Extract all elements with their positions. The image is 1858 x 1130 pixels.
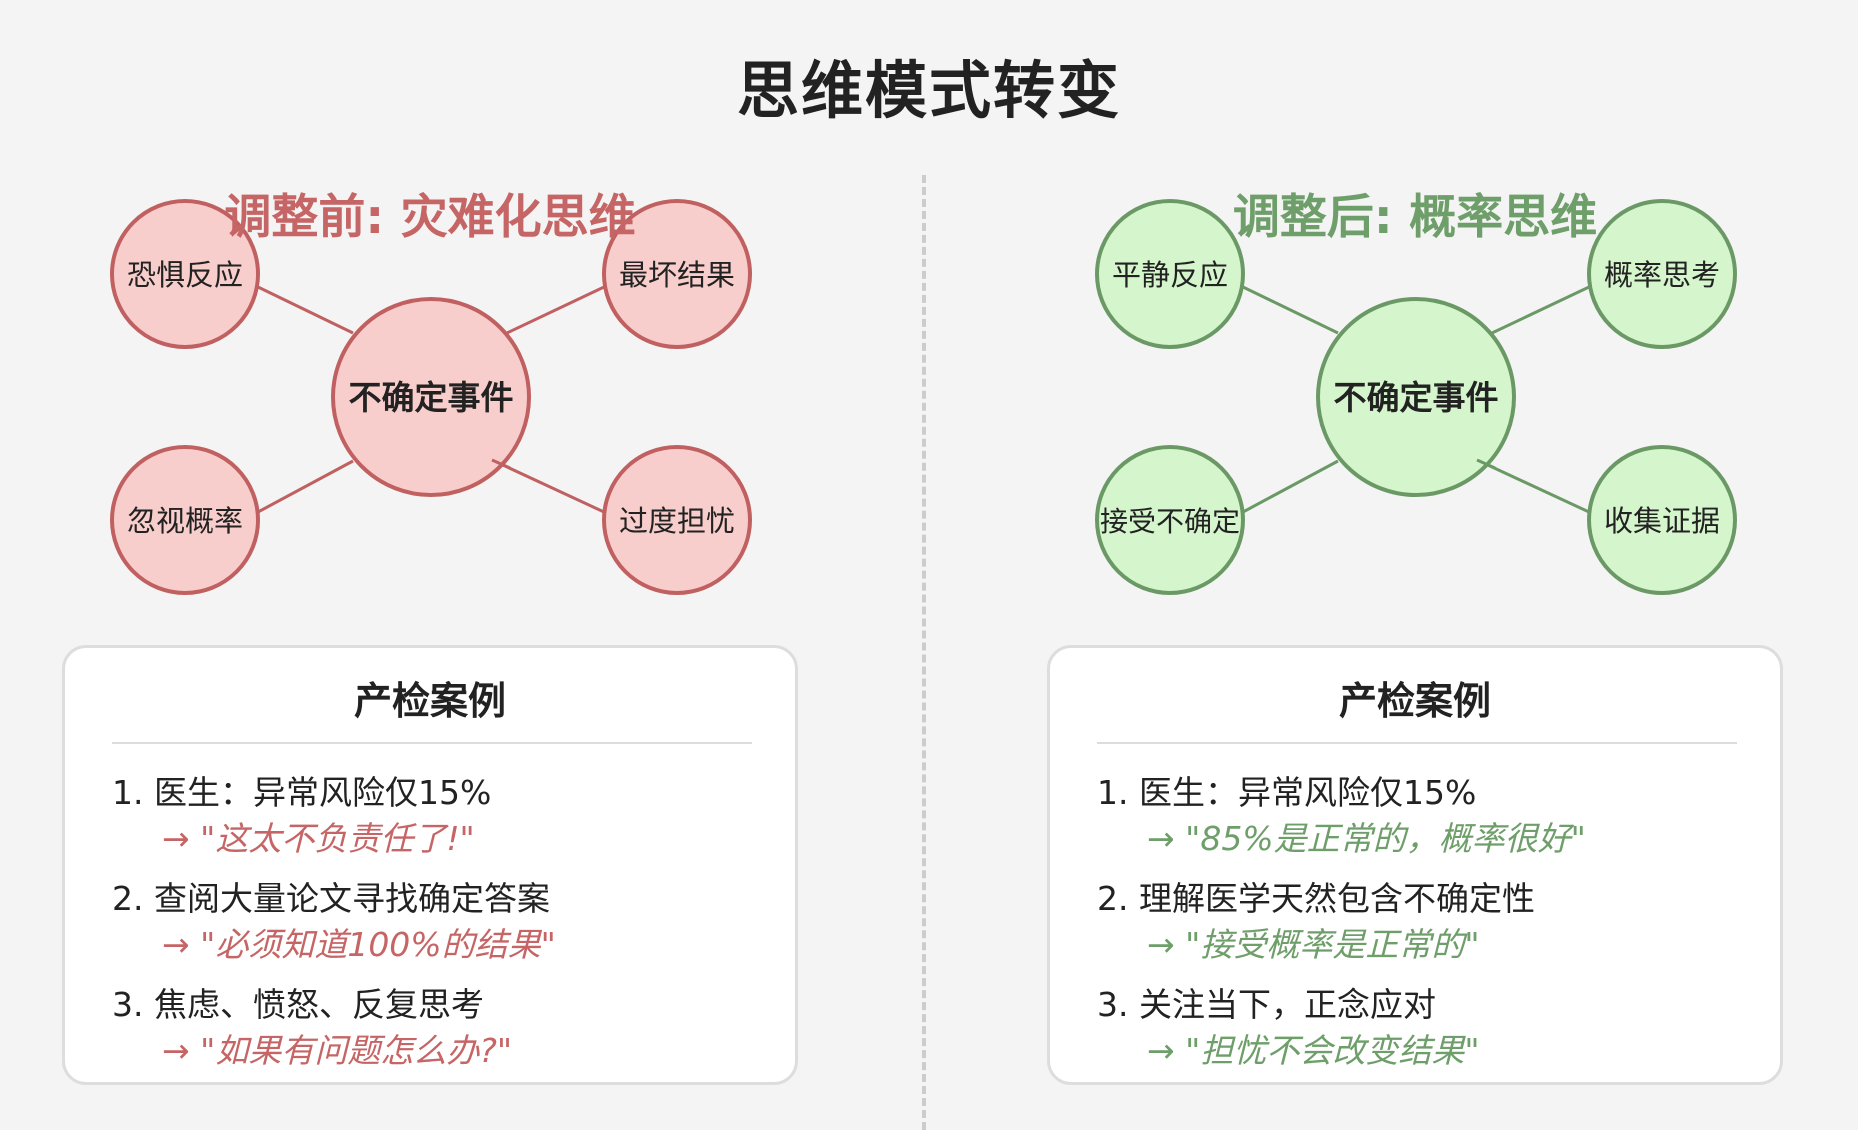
edge-before-3 bbox=[257, 459, 354, 514]
case-item-reply: → "如果有问题怎么办?" bbox=[162, 1031, 513, 1070]
node-after-evidence bbox=[1587, 445, 1737, 595]
node-before-worry-label: 过度担忧 bbox=[619, 504, 735, 538]
list-item: 2. 查阅大量论文寻找确定答案 → "必须知道100%的结果" bbox=[112, 876, 762, 968]
before-mind-map: 恐惧反应 最坏结果 忽视概率 过度担忧 不确定事件 bbox=[110, 199, 752, 595]
before-panel-title: 调整前: 灾难化思维 bbox=[224, 190, 636, 245]
node-after-probability-label: 概率思考 bbox=[1604, 258, 1720, 292]
case-item-reply: → "接受概率是正常的" bbox=[1147, 925, 1480, 964]
case-item-text: 1. 医生：异常风险仅15% bbox=[1097, 773, 1477, 812]
case-item-text: 3. 焦虑、愤怒、反复思考 bbox=[112, 985, 484, 1024]
case-item-text: 3. 关注当下，正念应对 bbox=[1097, 985, 1436, 1024]
node-after-calm-label: 平静反应 bbox=[1112, 258, 1228, 292]
case-item-text: 2. 理解医学天然包含不确定性 bbox=[1097, 879, 1535, 918]
case-item-reply: → "这太不负责任了!" bbox=[162, 819, 475, 858]
before-case-divider bbox=[112, 742, 752, 744]
edge-after-2 bbox=[1491, 285, 1590, 335]
list-item: 1. 医生：异常风险仅15% → "这太不负责任了!" bbox=[112, 770, 762, 862]
edge-before-1 bbox=[257, 285, 354, 335]
case-item-reply: → "85%是正常的，概率很好" bbox=[1147, 819, 1586, 858]
mind-map-diagrams: 恐惧反应 最坏结果 忽视概率 过度担忧 不确定事件 平静反应 概率思考 接受不确… bbox=[110, 199, 1737, 595]
node-after-evidence-label: 收集证据 bbox=[1604, 504, 1720, 538]
after-mind-map: 平静反应 概率思考 接受不确定 收集证据 不确定事件 bbox=[1095, 199, 1737, 595]
node-after-accept bbox=[1095, 445, 1245, 595]
after-case-title: 产检案例 bbox=[1338, 679, 1491, 723]
edge-after-4 bbox=[1476, 458, 1590, 514]
after-case-card: 产检案例 1. 医生：异常风险仅15% → "85%是正常的，概率很好" 2. … bbox=[1047, 645, 1783, 1085]
list-item: 1. 医生：异常风险仅15% → "85%是正常的，概率很好" bbox=[1097, 770, 1747, 862]
case-item-text: 2. 查阅大量论文寻找确定答案 bbox=[112, 879, 550, 918]
node-after-calm bbox=[1095, 199, 1245, 349]
edge-before-4 bbox=[491, 458, 605, 514]
before-case-card: 产检案例 1. 医生：异常风险仅15% → "这太不负责任了!" 2. 查阅大量… bbox=[62, 645, 798, 1085]
edge-after-1 bbox=[1242, 285, 1339, 335]
case-item-reply: → "必须知道100%的结果" bbox=[162, 925, 556, 964]
after-case-divider bbox=[1097, 742, 1737, 744]
case-item-text: 1. 医生：异常风险仅15% bbox=[112, 773, 492, 812]
node-before-center-label: 不确定事件 bbox=[349, 378, 514, 417]
node-before-fear bbox=[110, 199, 260, 349]
list-item: 3. 关注当下，正念应对 → "担忧不会改变结果" bbox=[1097, 982, 1747, 1074]
node-before-ignore-label: 忽视概率 bbox=[127, 504, 243, 538]
before-case-title: 产检案例 bbox=[353, 679, 506, 723]
page-title: 思维模式转变 bbox=[736, 54, 1121, 127]
node-before-center bbox=[331, 297, 531, 497]
case-item-reply: → "担忧不会改变结果" bbox=[1147, 1031, 1480, 1070]
node-before-worst bbox=[602, 199, 752, 349]
edge-before-4-overlay bbox=[491, 458, 511, 470]
node-after-probability bbox=[1587, 199, 1737, 349]
list-item: 2. 理解医学天然包含不确定性 → "接受概率是正常的" bbox=[1097, 876, 1747, 968]
list-item: 3. 焦虑、愤怒、反复思考 → "如果有问题怎么办?" bbox=[112, 982, 762, 1074]
before-case-list: 1. 医生：异常风险仅15% → "这太不负责任了!" 2. 查阅大量论文寻找确… bbox=[112, 770, 762, 1088]
center-divider bbox=[922, 175, 926, 1130]
node-after-center bbox=[1316, 297, 1516, 497]
node-before-fear-label: 恐惧反应 bbox=[127, 258, 243, 292]
node-after-accept-label: 接受不确定 bbox=[1100, 505, 1240, 538]
edge-before-2 bbox=[506, 285, 605, 335]
node-before-worry bbox=[602, 445, 752, 595]
after-panel-title: 调整后: 概率思维 bbox=[1232, 190, 1598, 245]
edge-after-3 bbox=[1242, 459, 1339, 514]
edge-after-4-overlay bbox=[1476, 458, 1496, 470]
node-after-center-label: 不确定事件 bbox=[1334, 378, 1499, 417]
after-case-list: 1. 医生：异常风险仅15% → "85%是正常的，概率很好" 2. 理解医学天… bbox=[1097, 770, 1747, 1088]
node-before-ignore bbox=[110, 445, 260, 595]
node-before-worst-label: 最坏结果 bbox=[619, 258, 735, 292]
